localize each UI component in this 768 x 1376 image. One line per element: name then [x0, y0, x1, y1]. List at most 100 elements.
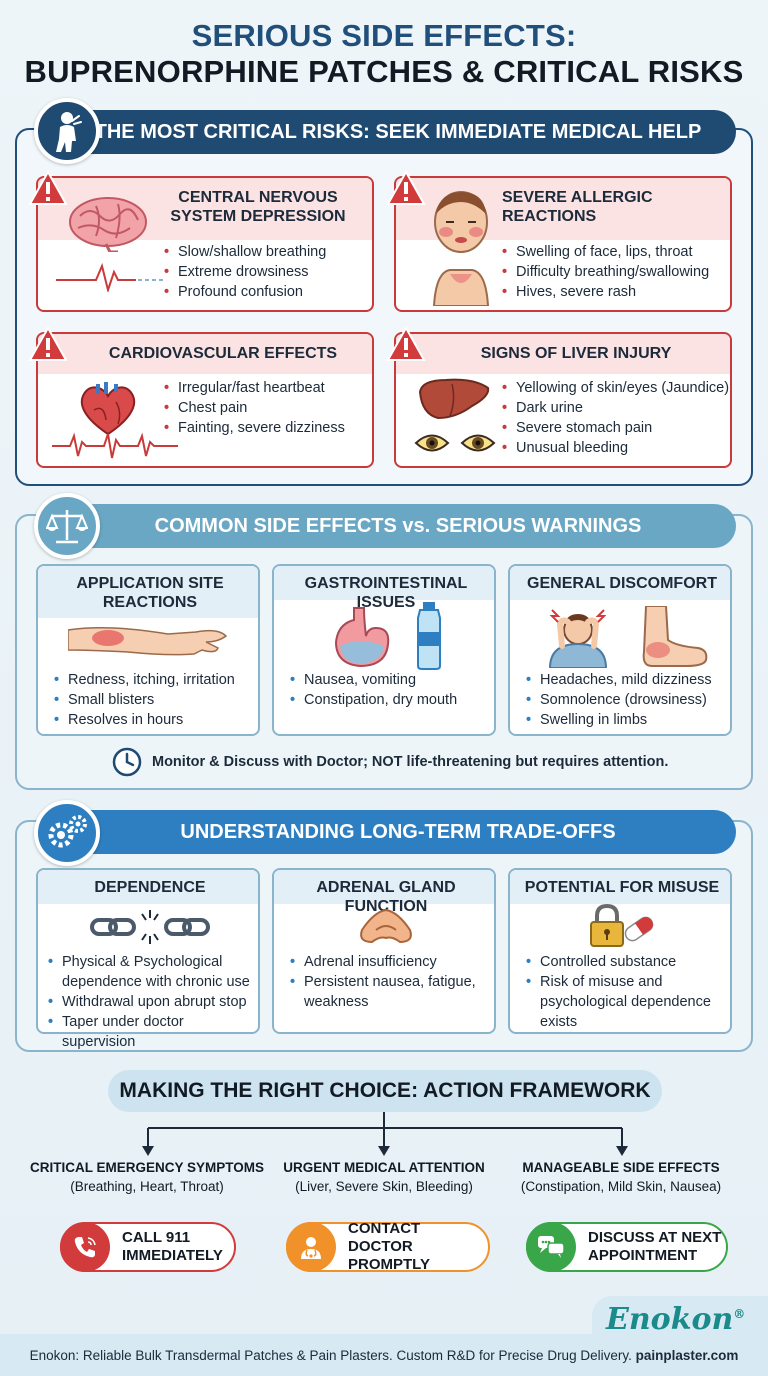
list-item: Irregular/fast heartbeat — [164, 378, 370, 398]
list-item: Unusual bleeding — [502, 438, 732, 458]
title-line-2: BUPRENORPHINE PATCHES & CRITICAL RISKS — [24, 54, 744, 89]
warning-icon — [28, 170, 68, 205]
risk-list: Controlled substance Risk of misuse and … — [526, 952, 730, 1032]
list-item: Difficulty breathing/swallowing — [502, 262, 732, 282]
list-item: Physical & Psychological dependence with… — [48, 952, 260, 992]
footer-link[interactable]: painplaster.com — [635, 1347, 739, 1363]
note-text: Monitor & Discuss with Doctor; NOT life-… — [152, 754, 669, 770]
list-item: Chest pain — [164, 398, 370, 418]
discuss-appointment-action: DISCUSS AT NEXT APPOINTMENT — [526, 1222, 728, 1272]
column-subheading: (Breathing, Heart, Throat) — [70, 1179, 224, 1194]
column-subheading: (Constipation, Mild Skin, Nausea) — [520, 1179, 722, 1194]
symptom-list: Slow/shallow breathing Extreme drowsines… — [164, 242, 370, 302]
card-title: CENTRAL NERVOUS SYSTEM DEPRESSION — [170, 189, 346, 225]
risk-list: Adrenal insufficiency Persistent nausea,… — [290, 952, 494, 1012]
list-item: Small blisters — [54, 690, 258, 710]
list-item: Resolves in hours — [54, 710, 258, 730]
tradeoffs-banner: UNDERSTANDING LONG-TERM TRADE-OFFS — [60, 810, 736, 854]
phone-icon — [60, 1222, 110, 1272]
action-line-2: IMMEDIATELY — [122, 1247, 223, 1264]
list-item: Extreme drowsiness — [164, 262, 370, 282]
card-title: GENERAL DISCOMFORT — [527, 575, 717, 592]
list-item: Somnolence (drowsiness) — [526, 690, 730, 710]
liver-icon — [418, 378, 490, 420]
pill-capsule-icon — [624, 916, 654, 942]
risk-list: Physical & Psychological dependence with… — [48, 952, 260, 1052]
chat-bubbles-icon — [526, 1222, 576, 1272]
framework-column-urgent: URGENT MEDICAL ATTENTION (Liver, Severe … — [259, 1158, 509, 1196]
page-title: SERIOUS SIDE EFFECTS: BUPRENORPHINE PATC… — [0, 18, 768, 90]
framework-connector-arrows — [142, 1112, 628, 1156]
call-911-action: CALL 911 IMMEDIATELY — [60, 1222, 236, 1272]
general-discomfort-card: GENERAL DISCOMFORT Headaches, mild dizzi… — [508, 564, 732, 736]
list-item: Swelling of face, lips, throat — [502, 242, 732, 262]
swollen-foot-icon — [642, 606, 708, 667]
adrenal-gland-card: ADRENAL GLAND FUNCTION Adrenal insuffici… — [272, 868, 496, 1034]
misuse-card: POTENTIAL FOR MISUSE Controlled substanc… — [508, 868, 732, 1034]
gears-icon — [34, 800, 100, 866]
ecg-line-icon — [52, 432, 178, 459]
gastrointestinal-card: GASTROINTESTINAL ISSUES Nausea, vomiting… — [272, 564, 496, 736]
list-item: Profound confusion — [164, 282, 370, 302]
list-item: Withdrawal upon abrupt stop — [48, 992, 260, 1012]
lock-icon — [590, 904, 624, 947]
symptom-list: Yellowing of skin/eyes (Jaundice) Dark u… — [502, 378, 732, 458]
broken-chain-icon — [90, 910, 210, 944]
framework-title: MAKING THE RIGHT CHOICE: ACTION FRAMEWOR… — [108, 1070, 662, 1112]
list-item: Hives, severe rash — [502, 282, 732, 302]
arm-rash-icon — [68, 627, 228, 656]
allergic-reactions-card: SEVERE ALLERGIC REACTIONS Swelling of fa… — [386, 170, 732, 312]
footer-text: Enokon: Reliable Bulk Transdermal Patche… — [29, 1347, 632, 1363]
common-side-effects-banner: COMMON SIDE EFFECTS vs. SERIOUS WARNINGS — [60, 504, 736, 548]
warning-icon — [386, 170, 426, 205]
brand-tab — [592, 1296, 768, 1336]
liver-injury-card: SIGNS OF LIVER INJURY Yellowing of skin/… — [386, 326, 732, 468]
symptom-list: Headaches, mild dizziness Somnolence (dr… — [526, 670, 730, 730]
card-title: DEPENDENCE — [94, 879, 206, 896]
brand-name: Enokon — [606, 1302, 734, 1337]
title-line-1: SERIOUS SIDE EFFECTS: — [191, 18, 577, 53]
water-bottle-icon — [417, 602, 441, 670]
symptom-list: Irregular/fast heartbeat Chest pain Fain… — [164, 378, 370, 438]
column-heading: MANAGEABLE SIDE EFFECTS — [522, 1160, 720, 1175]
stomach-icon — [334, 607, 390, 668]
list-item: Constipation, dry mouth — [290, 690, 494, 710]
footer: Enokon: Reliable Bulk Transdermal Patche… — [0, 1334, 768, 1376]
card-title: GASTROINTESTINAL ISSUES — [304, 575, 468, 611]
action-line-2: PROMPTLY — [348, 1256, 430, 1273]
action-line-1: DISCUSS AT NEXT — [588, 1229, 722, 1246]
heartbeat-line-icon — [56, 262, 166, 292]
yellow-eyes-icon — [414, 434, 496, 452]
action-line-2: APPOINTMENT — [588, 1247, 698, 1264]
column-heading: CRITICAL EMERGENCY SYMPTOMS — [29, 1160, 265, 1175]
list-item: Risk of misuse and psychological depende… — [526, 972, 730, 1032]
list-item: Slow/shallow breathing — [164, 242, 370, 262]
contact-doctor-action: CONTACT DOCTOR PROMPTLY — [286, 1220, 490, 1273]
list-item: Yellowing of skin/eyes (Jaundice) — [502, 378, 732, 398]
list-item: Persistent nausea, fatigue, weakness — [290, 972, 494, 1012]
distressed-person-icon — [34, 98, 100, 164]
action-line-1: CONTACT DOCTOR — [348, 1220, 421, 1255]
list-item: Headaches, mild dizziness — [526, 670, 730, 690]
cns-depression-card: CENTRAL NERVOUS SYSTEM DEPRESSION Slow/s… — [28, 170, 374, 312]
framework-column-manageable: MANAGEABLE SIDE EFFECTS (Constipation, M… — [496, 1158, 746, 1196]
application-site-card: APPLICATION SITE REACTIONS Redness, itch… — [36, 564, 260, 736]
list-item: Fainting, severe dizziness — [164, 418, 370, 438]
card-title: SIGNS OF LIVER INJURY — [480, 345, 672, 362]
symptom-list: Swelling of face, lips, throat Difficult… — [502, 242, 732, 302]
registered-mark: ® — [733, 1307, 746, 1321]
heart-icon — [80, 382, 136, 436]
action-line-1: CALL 911 — [122, 1229, 191, 1246]
cardiovascular-card: CARDIOVASCULAR EFFECTS Irregular/fast he… — [28, 326, 374, 468]
monitor-note: Monitor & Discuss with Doctor; NOT life-… — [112, 747, 672, 777]
list-item: Taper under doctor supervision — [48, 1012, 260, 1052]
list-item: Controlled substance — [526, 952, 730, 972]
column-heading: URGENT MEDICAL ATTENTION — [283, 1160, 485, 1175]
framework-column-emergency: CRITICAL EMERGENCY SYMPTOMS (Breathing, … — [22, 1158, 272, 1196]
card-title: APPLICATION SITE REACTIONS — [76, 575, 224, 611]
list-item: Dark urine — [502, 398, 732, 418]
warning-icon — [28, 326, 68, 361]
card-title: POTENTIAL FOR MISUSE — [524, 879, 720, 896]
symptom-list: Nausea, vomiting Constipation, dry mouth — [290, 670, 494, 710]
symptom-list: Redness, itching, irritation Small blist… — [54, 670, 258, 730]
